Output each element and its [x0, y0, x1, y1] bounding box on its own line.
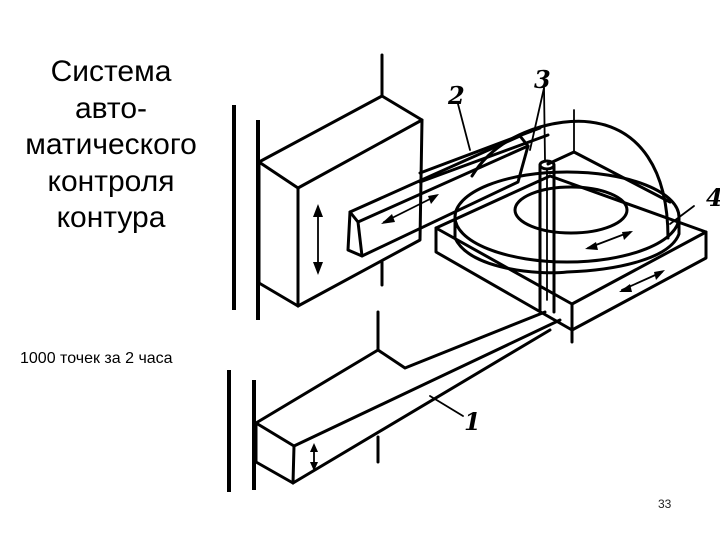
- upper-carriage-block: [257, 53, 424, 308]
- leader-lines: [457, 87, 546, 161]
- rotary-table-plate: [434, 174, 708, 344]
- label-part-3: 3: [534, 65, 551, 94]
- slide-caption: 1000 точек за 2 часа: [20, 350, 173, 367]
- slide-number: 33: [658, 497, 672, 511]
- probe-arm-part-2: [346, 126, 550, 258]
- label-part-4: 4: [706, 183, 720, 212]
- guide-rails: [227, 105, 260, 492]
- label-part-1: 1: [464, 407, 481, 436]
- slide-title: Система авто- матического контроля конту…: [25, 55, 197, 234]
- label-part-2: 2: [447, 81, 465, 110]
- workpiece-dome: [470, 109, 672, 240]
- base-beam-part-1: [254, 310, 562, 485]
